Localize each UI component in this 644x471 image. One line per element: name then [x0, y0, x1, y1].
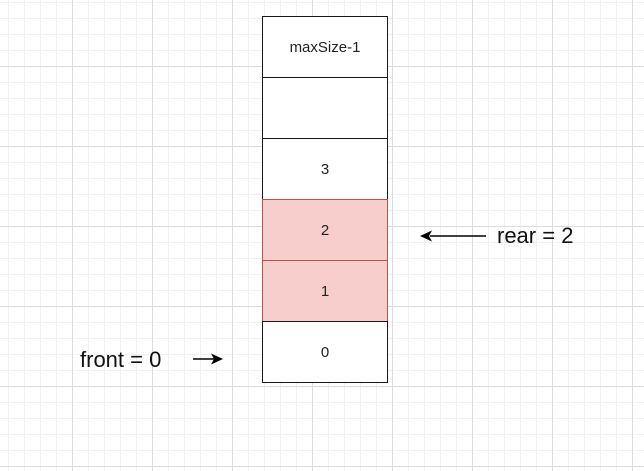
- rear-arrow-icon: [420, 230, 486, 242]
- cell-label: 2: [320, 221, 330, 239]
- queue-array: maxSize-1 3 2 1 0: [262, 16, 388, 383]
- queue-cell-3: 3: [262, 138, 388, 200]
- rear-label: rear = 2: [497, 223, 574, 248]
- cell-label: maxSize-1: [289, 38, 361, 56]
- queue-cell-1: 1: [262, 260, 388, 322]
- queue-cell-0: 0: [262, 321, 388, 383]
- front-label: front = 0: [80, 347, 162, 372]
- cell-label: 3: [320, 160, 330, 178]
- cell-label: 1: [320, 282, 330, 300]
- queue-cell-2: 2: [262, 199, 388, 261]
- queue-cell-max: maxSize-1: [262, 16, 388, 78]
- cell-label: 0: [320, 343, 330, 361]
- front-arrow-icon: [193, 353, 223, 365]
- queue-cell-empty: [262, 77, 388, 139]
